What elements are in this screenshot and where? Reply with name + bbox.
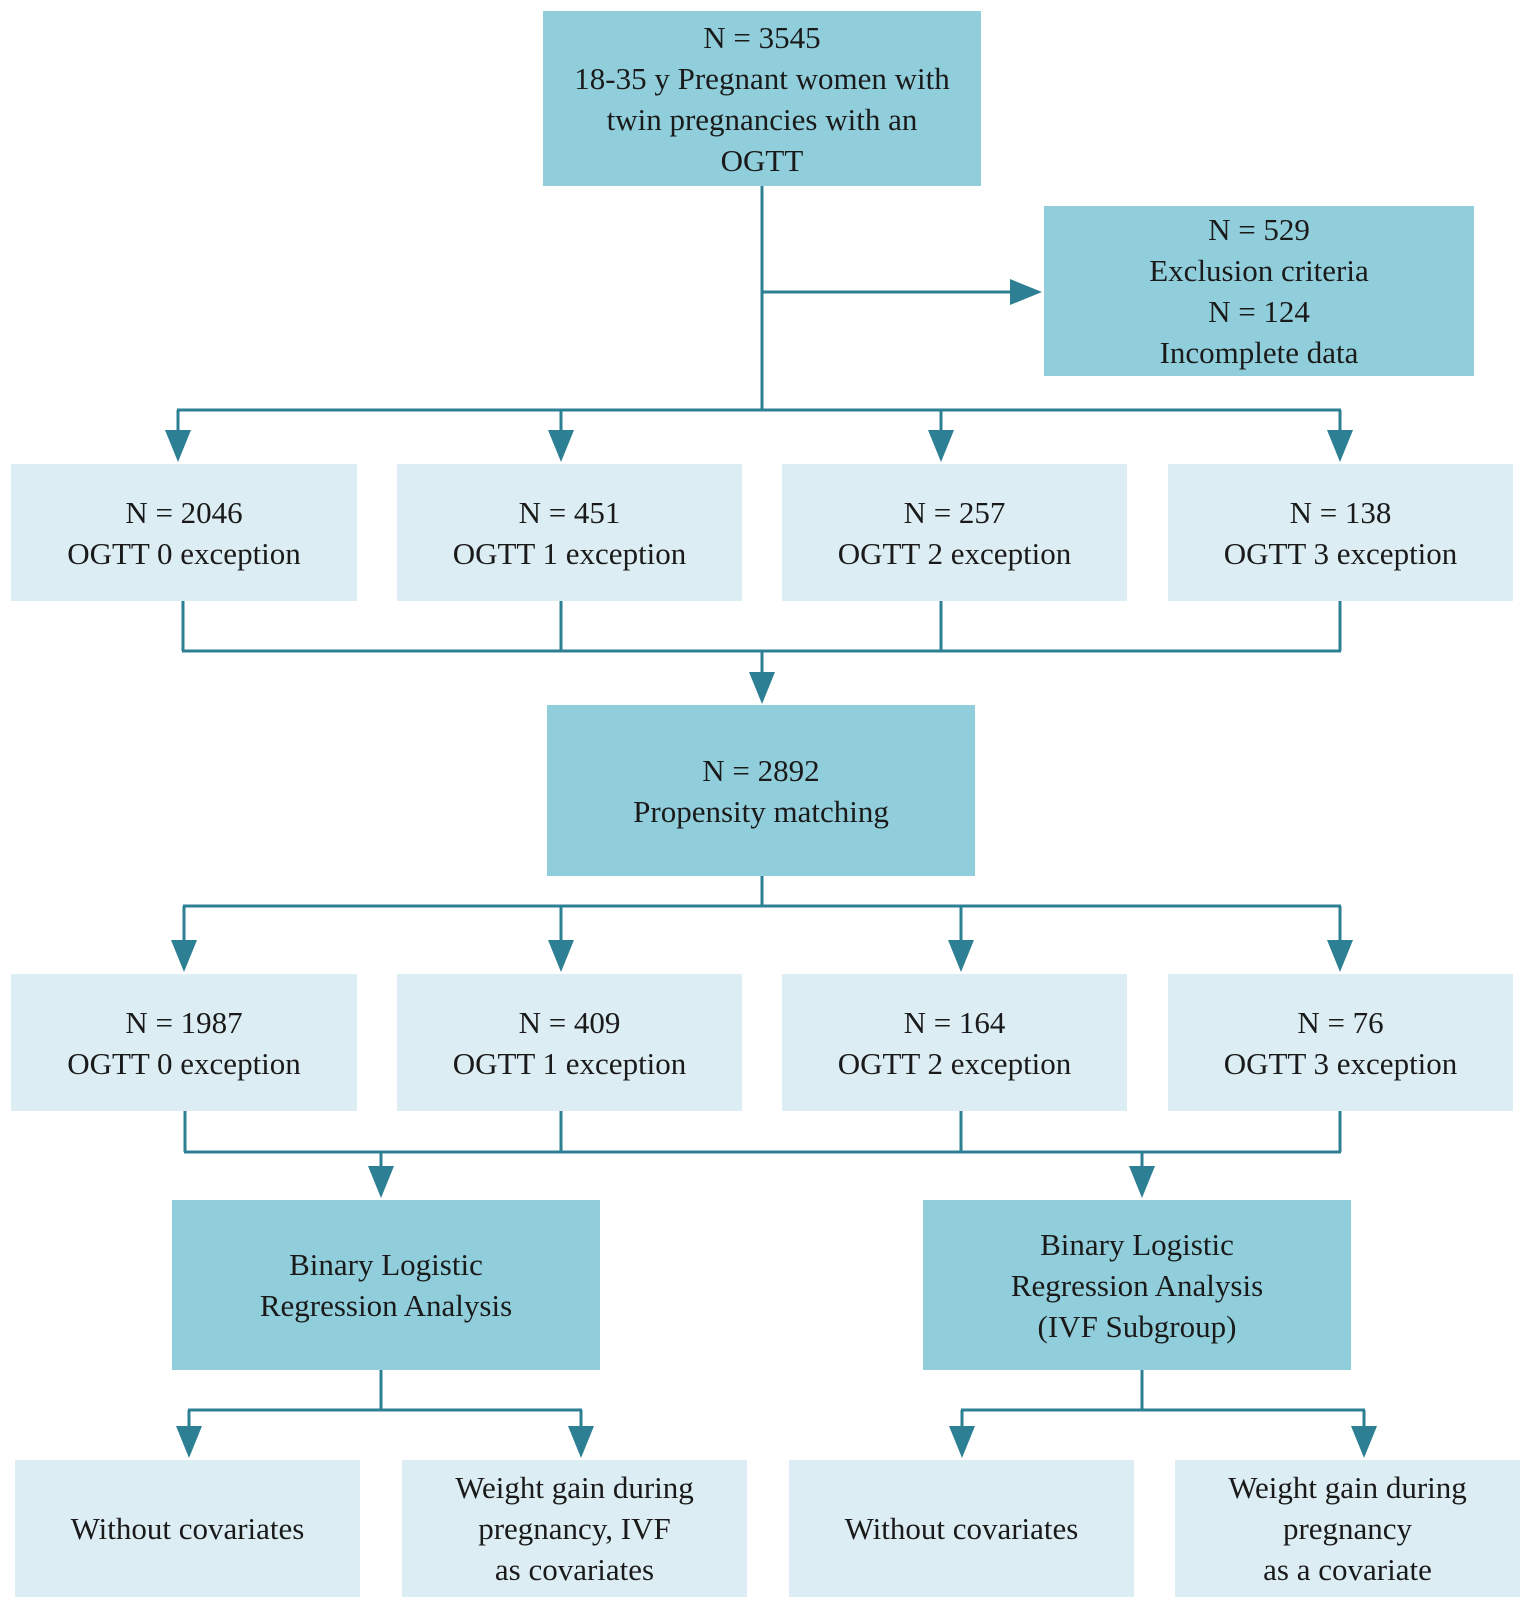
after-group-0: N = 1987 OGTT 0 exception: [11, 974, 357, 1111]
after-group-3-count: N = 76: [1297, 1004, 1384, 1040]
start-line-1: 18-35 y Pregnant women with: [574, 60, 950, 96]
arrow-before-2: [928, 430, 954, 462]
arrow-before-3: [1327, 430, 1353, 462]
analysis-ivf-line-1: Binary Logistic: [1040, 1226, 1234, 1262]
arrow-matching: [749, 672, 775, 704]
matching-count: N = 2892: [702, 752, 820, 788]
after-group-1-count: N = 409: [518, 1004, 621, 1040]
main-with-covariates-line-1: Weight gain during: [455, 1470, 694, 1505]
main-with-covariates-line-3: as covariates: [494, 1552, 655, 1587]
before-group-0: N = 2046 OGTT 0 exception: [11, 464, 357, 601]
arrow-main-with: [568, 1426, 594, 1458]
before-group-2-count: N = 257: [903, 494, 1006, 530]
exclusion-box: N = 529 Exclusion criteria N = 124 Incom…: [1044, 206, 1474, 376]
analysis-main-box: Binary Logistic Regression Analysis: [172, 1200, 600, 1370]
incomplete-label: Incomplete data: [1159, 335, 1359, 370]
after-group-1: N = 409 OGTT 1 exception: [397, 974, 742, 1111]
before-group-3-count: N = 138: [1289, 494, 1392, 530]
analysis-ivf-line-2: Regression Analysis: [1010, 1267, 1264, 1303]
main-without-covariates-box: Without covariates: [15, 1460, 360, 1597]
after-group-3: N = 76 OGTT 3 exception: [1168, 974, 1513, 1111]
main-without-covariates-label: Without covariates: [70, 1511, 305, 1546]
arrow-analysis-main: [368, 1166, 394, 1198]
arrow-exclusion: [1010, 279, 1042, 305]
main-with-covariates-line-2: pregnancy, IVF: [478, 1511, 671, 1546]
ivf-without-covariates-label: Without covariates: [844, 1511, 1079, 1546]
after-group-3-label: OGTT 3 exception: [1223, 1045, 1458, 1081]
main-with-covariates-box: Weight gain during pregnancy, IVF as cov…: [402, 1460, 747, 1597]
after-group-0-count: N = 1987: [125, 1004, 243, 1040]
analysis-ivf-box: Binary Logistic Regression Analysis (IVF…: [923, 1200, 1351, 1370]
exclusion-label: Exclusion criteria: [1149, 253, 1369, 288]
analysis-ivf-line-3: (IVF Subgroup): [1037, 1308, 1237, 1344]
ivf-with-covariate-line-1: Weight gain during: [1228, 1470, 1467, 1505]
start-box: N = 3545 18-35 y Pregnant women with twi…: [543, 11, 981, 186]
before-group-1-count: N = 451: [518, 494, 621, 530]
start-line-3: OGTT: [720, 142, 804, 178]
before-group-0-count: N = 2046: [125, 494, 243, 530]
incomplete-count: N = 124: [1208, 294, 1310, 329]
before-group-2: N = 257 OGTT 2 exception: [782, 464, 1127, 601]
arrow-analysis-ivf: [1129, 1166, 1155, 1198]
arrow-before-0: [165, 430, 191, 462]
arrow-ivf-without: [949, 1426, 975, 1458]
after-group-2: N = 164 OGTT 2 exception: [782, 974, 1127, 1111]
start-line-2: twin pregnancies with an: [606, 101, 918, 137]
exclusion-count: N = 529: [1208, 212, 1310, 247]
before-group-1-label: OGTT 1 exception: [452, 535, 687, 571]
ivf-with-covariate-line-2: pregnancy: [1282, 1511, 1413, 1546]
arrow-after-1: [548, 940, 574, 972]
before-group-0-label: OGTT 0 exception: [67, 535, 301, 571]
ivf-without-covariates-box: Without covariates: [789, 1460, 1134, 1597]
start-count: N = 3545: [703, 19, 821, 55]
after-group-0-label: OGTT 0 exception: [67, 1045, 301, 1081]
matching-box: N = 2892 Propensity matching: [547, 705, 975, 876]
after-group-2-count: N = 164: [903, 1004, 1006, 1040]
arrow-after-0: [171, 940, 197, 972]
matching-label: Propensity matching: [633, 793, 889, 829]
arrow-ivf-with: [1351, 1426, 1377, 1458]
after-group-1-label: OGTT 1 exception: [452, 1045, 687, 1081]
ivf-with-covariate-box: Weight gain during pregnancy as a covari…: [1175, 1460, 1520, 1597]
before-group-3: N = 138 OGTT 3 exception: [1168, 464, 1513, 601]
arrow-after-3: [1327, 940, 1353, 972]
after-group-2-label: OGTT 2 exception: [837, 1045, 1072, 1081]
before-group-3-label: OGTT 3 exception: [1223, 535, 1458, 571]
arrow-before-1: [548, 430, 574, 462]
arrow-after-2: [948, 940, 974, 972]
connector-lines: [176, 186, 1366, 1428]
before-group-1: N = 451 OGTT 1 exception: [397, 464, 742, 601]
analysis-main-line-2: Regression Analysis: [259, 1288, 513, 1323]
ivf-with-covariate-line-3: as a covariate: [1263, 1552, 1432, 1587]
before-group-2-label: OGTT 2 exception: [837, 535, 1072, 571]
arrow-main-without: [176, 1426, 202, 1458]
arrowheads: [165, 279, 1377, 1458]
analysis-main-line-1: Binary Logistic: [289, 1247, 483, 1282]
